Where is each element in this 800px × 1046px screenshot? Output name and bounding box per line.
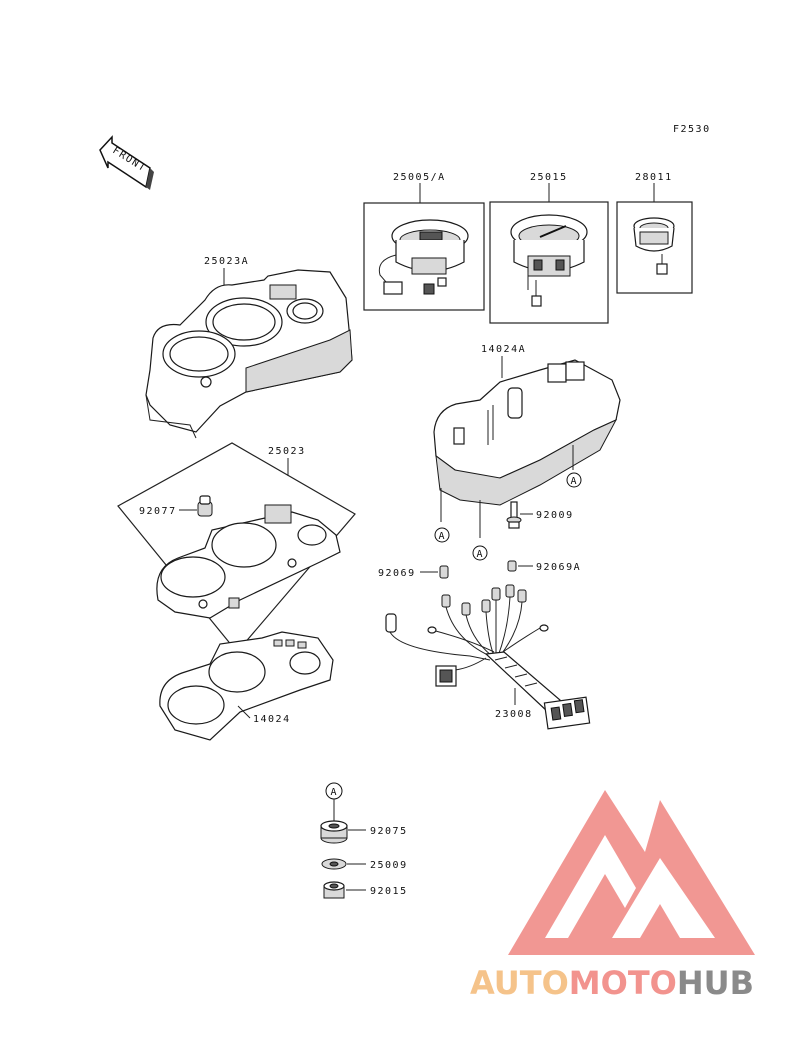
label-28011: 28011 [635,172,673,183]
damper-92075 [320,820,348,844]
watermark-wordmark: AUTOMOTOHUB [470,964,754,1002]
bulb-92069A [507,560,517,572]
svg-text:A: A [331,787,339,798]
label-25023: 25023 [268,446,306,457]
label-92069: 92069 [378,568,416,579]
rubber-grommet-92077 [197,495,213,517]
box-25005A [363,202,485,311]
meter-cover-upper [145,269,353,439]
indicator-unit [633,217,675,275]
front-arrow-icon: FRONT [99,135,154,190]
label-92009: 92009 [536,510,574,521]
label-14024A: 14024A [481,344,526,355]
bulb-92069 [439,565,449,579]
label-25005A: 25005/A [393,172,446,183]
label-92077: 92077 [139,506,177,517]
circle-marker-a-1: A [566,472,582,488]
nut-92015 [323,881,345,899]
svg-text:AUTOMOTOHUB: AUTOMOTOHUB [470,964,754,1002]
label-14024: 14024 [253,714,291,725]
meter-case [433,359,621,538]
svg-text:A: A [477,549,485,560]
label-25009: 25009 [370,860,408,871]
label-92015: 92015 [370,886,408,897]
svg-text:A: A [439,531,447,542]
tachometer-unit [378,219,469,295]
circle-marker-a-4: A [325,782,343,800]
screw-92009 [506,501,522,529]
figure-code: F2530 [673,124,711,135]
label-25015: 25015 [530,172,568,183]
svg-text:A: A [571,476,579,487]
label-92069A: 92069A [536,562,581,573]
circle-marker-a-2: A [434,527,450,543]
circle-marker-a-3: A [472,545,488,561]
label-25023A: 25023A [204,256,249,267]
wiring-harness [385,584,591,730]
watermark-logo-icon [508,790,755,955]
label-92075: 92075 [370,826,408,837]
meter-gasket [159,631,334,741]
meter-cover-lower [156,504,341,619]
label-23008: 23008 [495,709,533,720]
speedometer-unit [510,214,588,307]
washer-25009 [321,858,347,870]
